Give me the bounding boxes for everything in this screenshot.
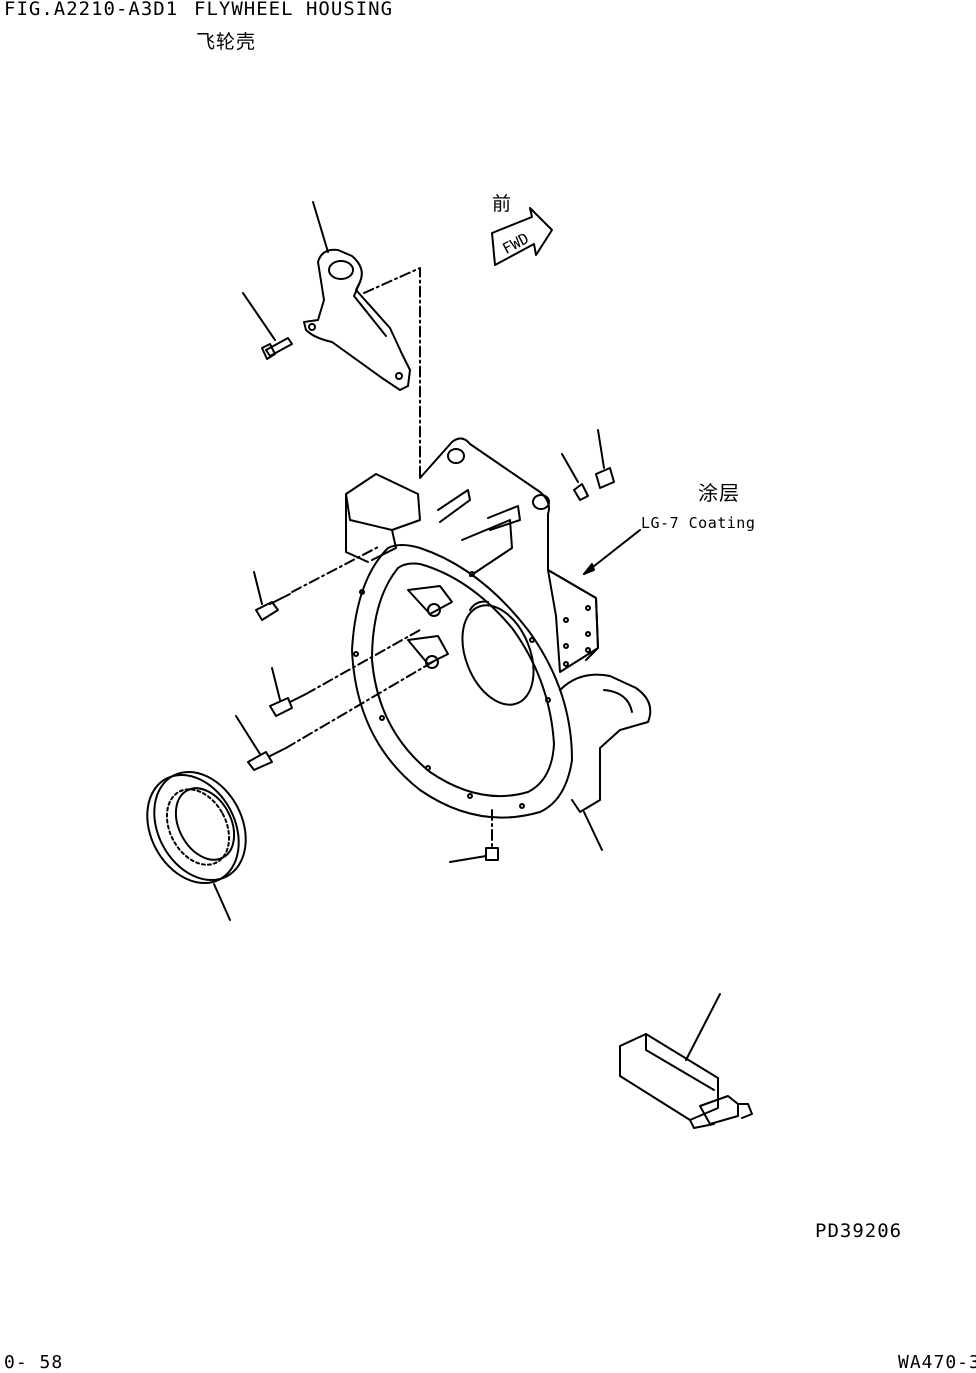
flywheel-housing <box>345 437 652 851</box>
housing-bolt-2 <box>269 629 421 717</box>
dowel-pin-part <box>619 993 753 1129</box>
bracket-alignment-line <box>363 267 421 479</box>
drawing-code: PD39206 <box>815 1220 903 1242</box>
drain-plug <box>449 809 499 863</box>
coating-leader <box>583 529 641 575</box>
bracket-bolt <box>242 292 293 360</box>
coating-label-chinese: 涂层 <box>698 481 740 505</box>
mounting-bracket <box>303 201 411 391</box>
oil-seal <box>146 770 247 921</box>
forward-direction-label: 前 <box>492 193 513 215</box>
model-code: WA470-3 <box>898 1352 976 1373</box>
forward-arrow-icon: FWD <box>491 207 553 266</box>
coating-label: LG-7 Coating <box>641 514 756 532</box>
figure-title: FLYWHEEL HOUSING <box>194 0 394 20</box>
figure-number: FIG.A2210-A3D1 <box>4 0 179 20</box>
page-number: 0- 58 <box>4 1352 64 1373</box>
housing-bolt-1 <box>253 545 381 621</box>
figure-title-chinese: 飞轮壳 <box>196 31 257 53</box>
forward-arrow-label: FWD <box>499 229 531 258</box>
housing-bolt-3 <box>235 659 437 771</box>
top-bolt-pair <box>561 429 615 501</box>
